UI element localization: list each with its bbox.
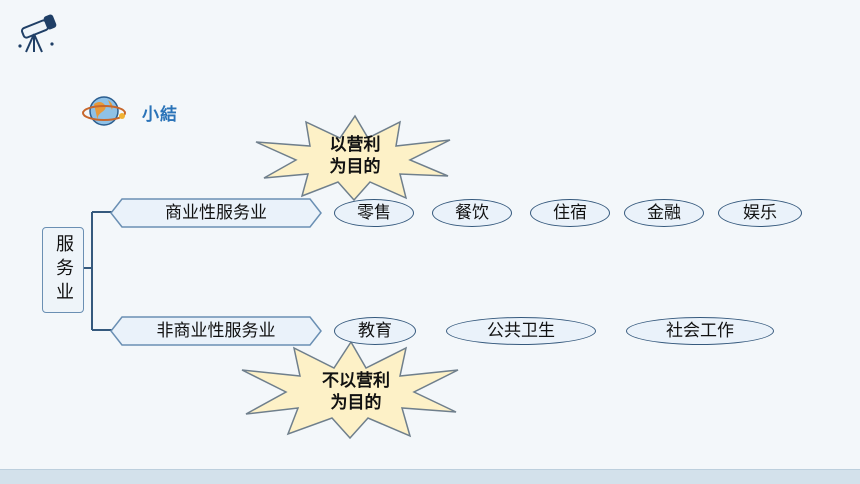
item-retail: 零售 [334, 199, 414, 227]
item-lodging: 住宿 [530, 199, 610, 227]
item-finance: 金融 [624, 199, 704, 227]
category-noncommercial: 非商业性服务业 [110, 316, 322, 346]
root-label: 服务业 [53, 234, 74, 306]
item-public-health: 公共卫生 [446, 317, 596, 345]
burst-note-nonprofit: 不以营利 为目的 [300, 370, 412, 414]
category-label: 商业性服务业 [165, 203, 267, 223]
burst-line: 为目的 [329, 157, 381, 177]
category-shape [110, 198, 322, 228]
section-title: 小結 [142, 105, 178, 125]
item-catering: 餐饮 [432, 199, 512, 227]
item-social-work: 社会工作 [626, 317, 774, 345]
burst-line: 为目的 [330, 393, 382, 413]
burst-line: 以营利 [329, 135, 381, 155]
item-entertainment: 娱乐 [718, 199, 802, 227]
category-label: 非商业性服务业 [156, 321, 276, 341]
category-shape [110, 316, 322, 346]
category-commercial: 商业性服务业 [110, 198, 322, 228]
burst-line: 不以营利 [322, 371, 390, 391]
globe-icon [82, 96, 126, 126]
telescope-icon [18, 14, 57, 53]
burst-note-profit: 以营利 为目的 [300, 134, 410, 178]
bottom-strip [0, 469, 860, 484]
item-education: 教育 [334, 317, 416, 345]
burst-shape-nonprofit [241, 340, 459, 440]
root-node: 服务业 [42, 227, 84, 313]
